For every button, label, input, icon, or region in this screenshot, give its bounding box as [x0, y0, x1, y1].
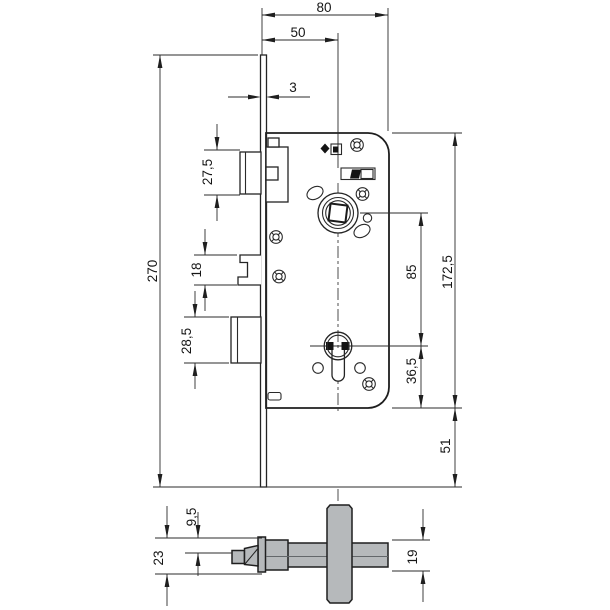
dim-case-depth-label: 80: [316, 0, 331, 15]
dim-faceplate-height-label: 270: [145, 260, 160, 283]
dim-cylinder-to-bottom: 36,5: [392, 346, 462, 409]
dim-latch-height: 27,5: [200, 124, 240, 221]
dim-centres: 85: [360, 212, 428, 408]
dim-deadbolt-height: 28,5: [179, 291, 229, 389]
diamond-marker-icon: [320, 143, 330, 154]
dim-case-width-label: 19: [405, 549, 420, 564]
adjuster-square: [330, 143, 343, 156]
latch-housing-plan: [264, 539, 289, 571]
lock-case: [265, 132, 390, 409]
fixing-hole-right: [354, 362, 366, 374]
handing-slider-window: [360, 168, 374, 180]
dim-faceplate-thickness: 3: [228, 80, 310, 100]
faceplate-plan: [257, 536, 267, 573]
adjuster-square-fill: [333, 146, 339, 153]
deadbolt: [230, 316, 262, 364]
dim-faceplate-height: 270: [145, 54, 462, 488]
dim-aux-latch-height: 18: [189, 229, 237, 311]
cylinder-cam-left: [326, 342, 334, 350]
dim-cylinder-to-bottom-label: 36,5: [404, 358, 419, 384]
dim-case-to-faceplate-end-label: 51: [438, 438, 453, 453]
aux-latch-hook: [237, 254, 261, 286]
oval-hole-lower: [353, 223, 371, 239]
latch-guide-tab: [267, 137, 280, 148]
dim-deadbolt-height-label: 28,5: [179, 328, 194, 354]
dim-backset-label: 50: [290, 25, 305, 40]
follower-hub-mid: [321, 196, 355, 230]
dim-latch-height-label: 27,5: [200, 159, 215, 185]
dim-overall-depth: 23: [151, 506, 262, 606]
dim-case-width: 19: [392, 509, 430, 602]
cylinder-cam-right: [341, 342, 350, 350]
dim-case-height-label: 172,5: [440, 255, 455, 289]
case-details: [267, 138, 376, 401]
fixing-hole-left: [312, 362, 324, 374]
latch-tip-plan: [231, 549, 246, 565]
bottom-slot: [267, 391, 282, 401]
bolts: [230, 137, 289, 364]
dim-centres-label: 85: [404, 264, 419, 279]
spindle-plan: [326, 504, 353, 604]
latch-guide-slot: [265, 166, 279, 181]
spindle-square-hole: [327, 202, 349, 224]
cylinder-hole: [323, 331, 353, 361]
lock-front-view: [259, 54, 390, 488]
handing-slider: [340, 167, 376, 181]
dim-faceplate-thickness-label: 3: [289, 80, 297, 95]
dim-backset: 50: [262, 25, 338, 43]
oval-hole-upper: [306, 185, 324, 201]
dim-aux-latch-height-label: 18: [189, 262, 204, 277]
dim-case-height: 172,5: [392, 132, 462, 487]
dim-case-to-faceplate-end: 51: [438, 408, 458, 487]
cylinder-hole-inner: [326, 334, 350, 358]
lock-plan-view: [231, 504, 389, 604]
dim-case-depth: 80: [261, 0, 389, 131]
follower-hub-inner: [325, 200, 351, 226]
latch-bolt-head: [239, 151, 262, 195]
dim-latch-tip-depth: 9,5: [184, 508, 232, 576]
small-hole: [362, 213, 373, 223]
dim-overall-depth-label: 23: [151, 550, 166, 565]
latch-bevel-line: [244, 548, 258, 565]
cylinder-slot: [331, 350, 346, 382]
dim-latch-tip-depth-label: 9,5: [184, 508, 199, 527]
handing-slider-knob: [350, 169, 361, 179]
